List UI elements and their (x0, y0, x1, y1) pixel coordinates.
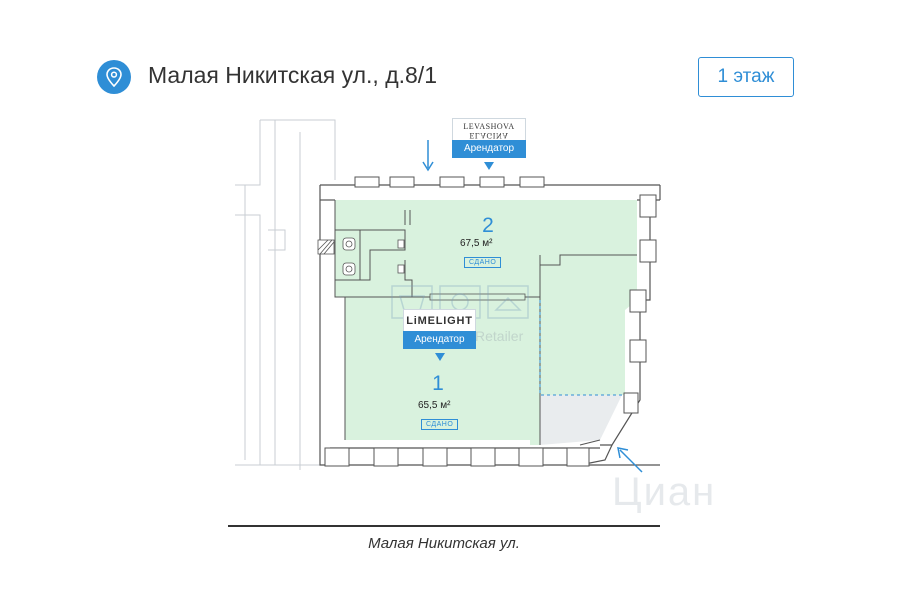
rented-area (335, 200, 637, 445)
toilet-icon (342, 237, 356, 276)
tenant-card-limelight[interactable]: LiMELIGHT Арендатор (403, 309, 476, 361)
sink-icon (397, 239, 405, 274)
tenant-card-levashova[interactable]: LEVASHOVA ELAGINA Арендатор (452, 118, 526, 170)
corner-entrance-arrow-icon (617, 447, 643, 473)
street-line (228, 525, 660, 527)
pointer-triangle-icon (484, 162, 494, 170)
adjacent-building (235, 119, 336, 470)
top-windows (354, 176, 545, 188)
tenant-tag: Арендатор (452, 140, 526, 158)
tenant-tag: Арендатор (403, 331, 476, 349)
cian-watermark-logo: Циан (612, 470, 717, 514)
hatched-column (317, 239, 335, 255)
floor-selector-button[interactable]: 1 этаж (698, 57, 794, 97)
entrance-arrow-icon (422, 140, 434, 172)
unit-status-2: СДАНО (464, 257, 502, 268)
unit-area-2: 67,5 м² (460, 238, 493, 249)
pointer-triangle-icon (434, 353, 445, 361)
interior-walls (334, 200, 637, 446)
unit-status-1: СДАНО (421, 419, 459, 430)
glass-partition (429, 293, 526, 301)
unit-number-1: 1 (432, 372, 444, 395)
bottom-windows (324, 447, 590, 467)
unit-number-2: 2 (482, 214, 494, 237)
unit-boundary-dashed (539, 300, 625, 396)
tenant-logo-levashova: LEVASHOVA ELAGINA (463, 122, 515, 140)
unit-area-1: 65,5 м² (418, 400, 451, 411)
street-label: Малая Никитская ул. (368, 535, 520, 552)
unrented-corner (540, 395, 622, 445)
right-windows (623, 194, 657, 414)
map-pin-icon (97, 60, 131, 94)
tenant-logo-limelight: LiMELIGHT (406, 315, 473, 327)
address-title: Малая Никитская ул., д.8/1 (148, 62, 437, 88)
